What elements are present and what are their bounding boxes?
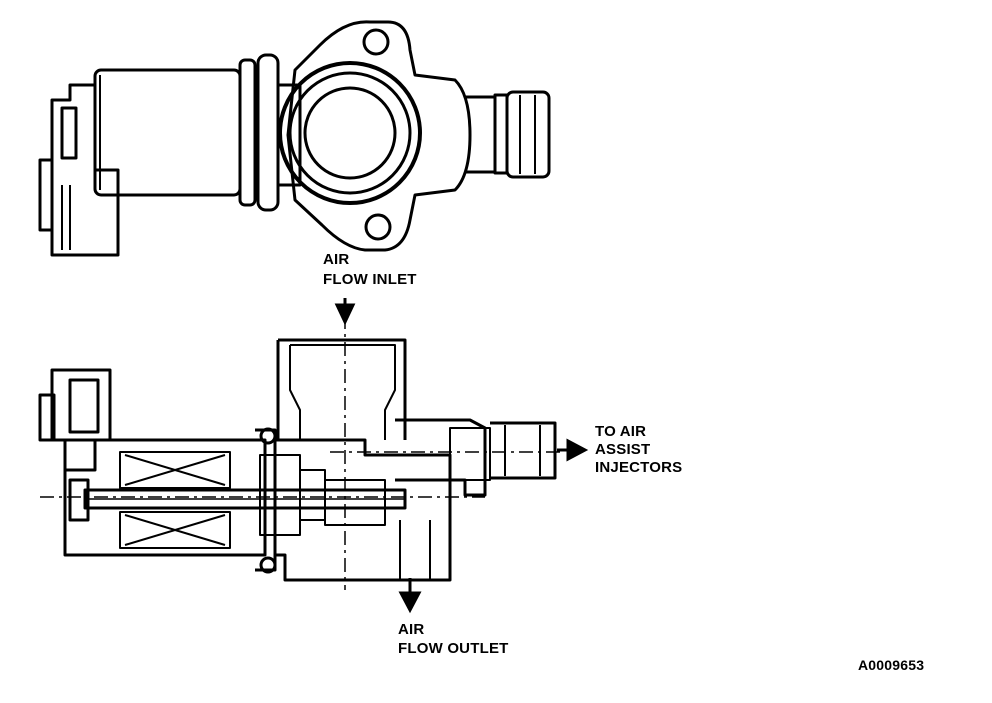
mount-hole-top (362, 28, 390, 56)
outlet-arrow-icon (398, 591, 422, 614)
top-view (38, 20, 551, 257)
inlet-label-line2: FLOW INLET (323, 271, 417, 288)
section-connector (50, 368, 112, 472)
inlet-port-bore (303, 86, 397, 180)
inlet-label-line1: AIR (323, 251, 350, 268)
assist-nozzle-top (505, 90, 551, 179)
outlet-label-line1: AIR (398, 621, 425, 638)
section-view (38, 338, 557, 582)
outlet-port (399, 520, 431, 580)
assist-port-body (395, 418, 487, 497)
assist-label-line1: TO AIR (595, 423, 647, 440)
mount-flange (286, 20, 472, 252)
assist-label-line3: INJECTORS (595, 459, 683, 476)
center-lines (40, 315, 560, 590)
outlet-label-line2: FLOW OUTLET (398, 640, 509, 657)
inlet-tube (278, 338, 407, 440)
coil-winding (124, 454, 226, 546)
figure-code: A0009653 (858, 657, 925, 673)
mount-hole-bottom (364, 213, 392, 241)
flow-arrows (334, 298, 589, 614)
valve-body (275, 438, 452, 582)
assist-label-line2: ASSIST (595, 441, 651, 458)
assist-nozzle-section (490, 421, 557, 480)
flange-ring (256, 53, 280, 212)
inlet-port-outer (278, 61, 422, 205)
inlet-arrow-icon (334, 303, 356, 326)
assist-arrow-icon (566, 438, 589, 462)
